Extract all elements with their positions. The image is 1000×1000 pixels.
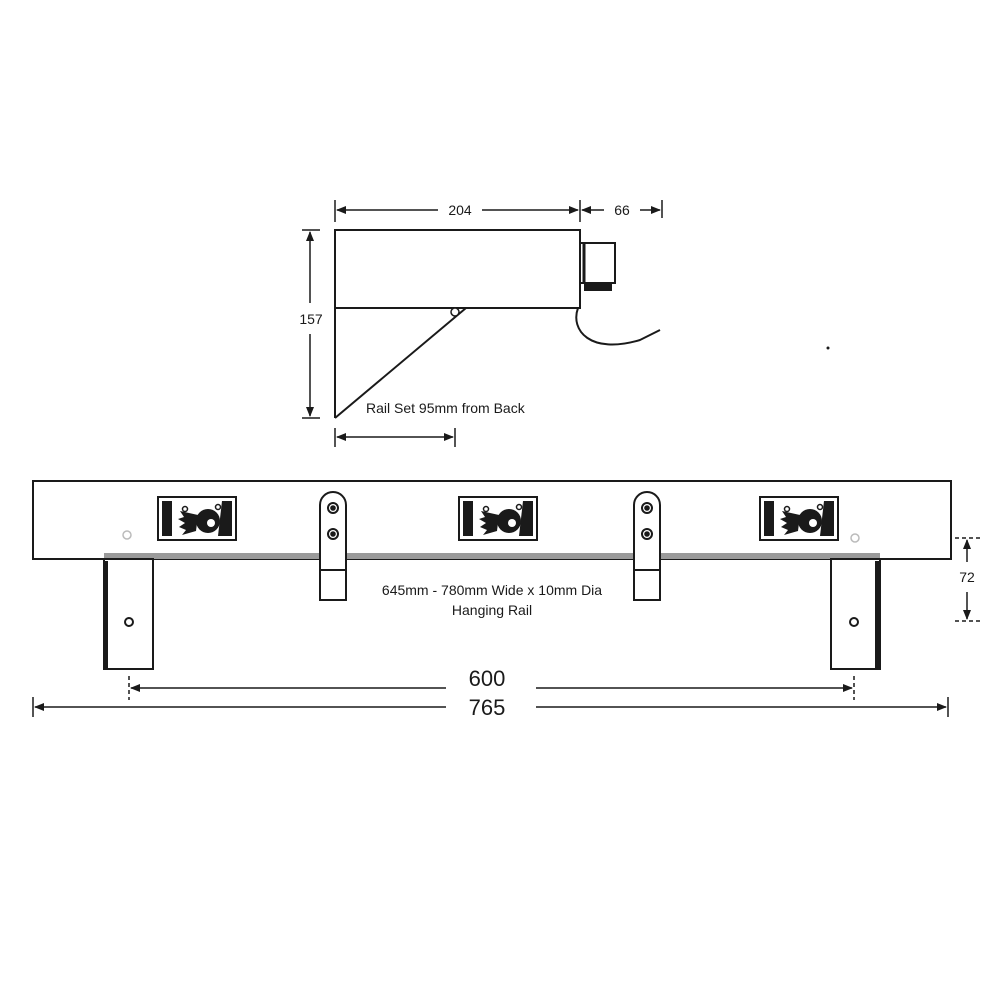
dim-height-label: 157 (299, 311, 323, 327)
side-dimensions (302, 200, 663, 447)
rail-offset-note: Rail Set 95mm from Back (366, 400, 526, 416)
rail-hook-left (319, 491, 347, 601)
hanging-rail (104, 553, 880, 559)
side-rail-point (450, 307, 460, 317)
rail-note-line1: 645mm - 780mm Wide x 10mm Dia (382, 582, 602, 598)
side-view (334, 229, 661, 419)
rail-hook-right (633, 491, 661, 601)
dim-projection-label: 66 (614, 202, 630, 218)
dim-overall-width-label: 765 (469, 695, 506, 720)
left-bracket-leg (103, 558, 154, 670)
dim-depth-label: 204 (448, 202, 472, 218)
dim-rail-height-label: 72 (959, 569, 975, 585)
tool-clip-left (157, 496, 237, 541)
right-bracket-leg (830, 558, 881, 670)
stray-mark (826, 346, 830, 350)
side-diagonal-bracket (334, 307, 467, 419)
dim-inner-width-label: 600 (469, 666, 506, 691)
tool-clip-center (458, 496, 538, 541)
side-cable-curve (575, 307, 661, 346)
rail-note-line2: Hanging Rail (452, 602, 532, 618)
tool-clip-right (759, 496, 839, 541)
front-dimensions (32, 537, 980, 717)
side-shelf-body (334, 229, 581, 309)
